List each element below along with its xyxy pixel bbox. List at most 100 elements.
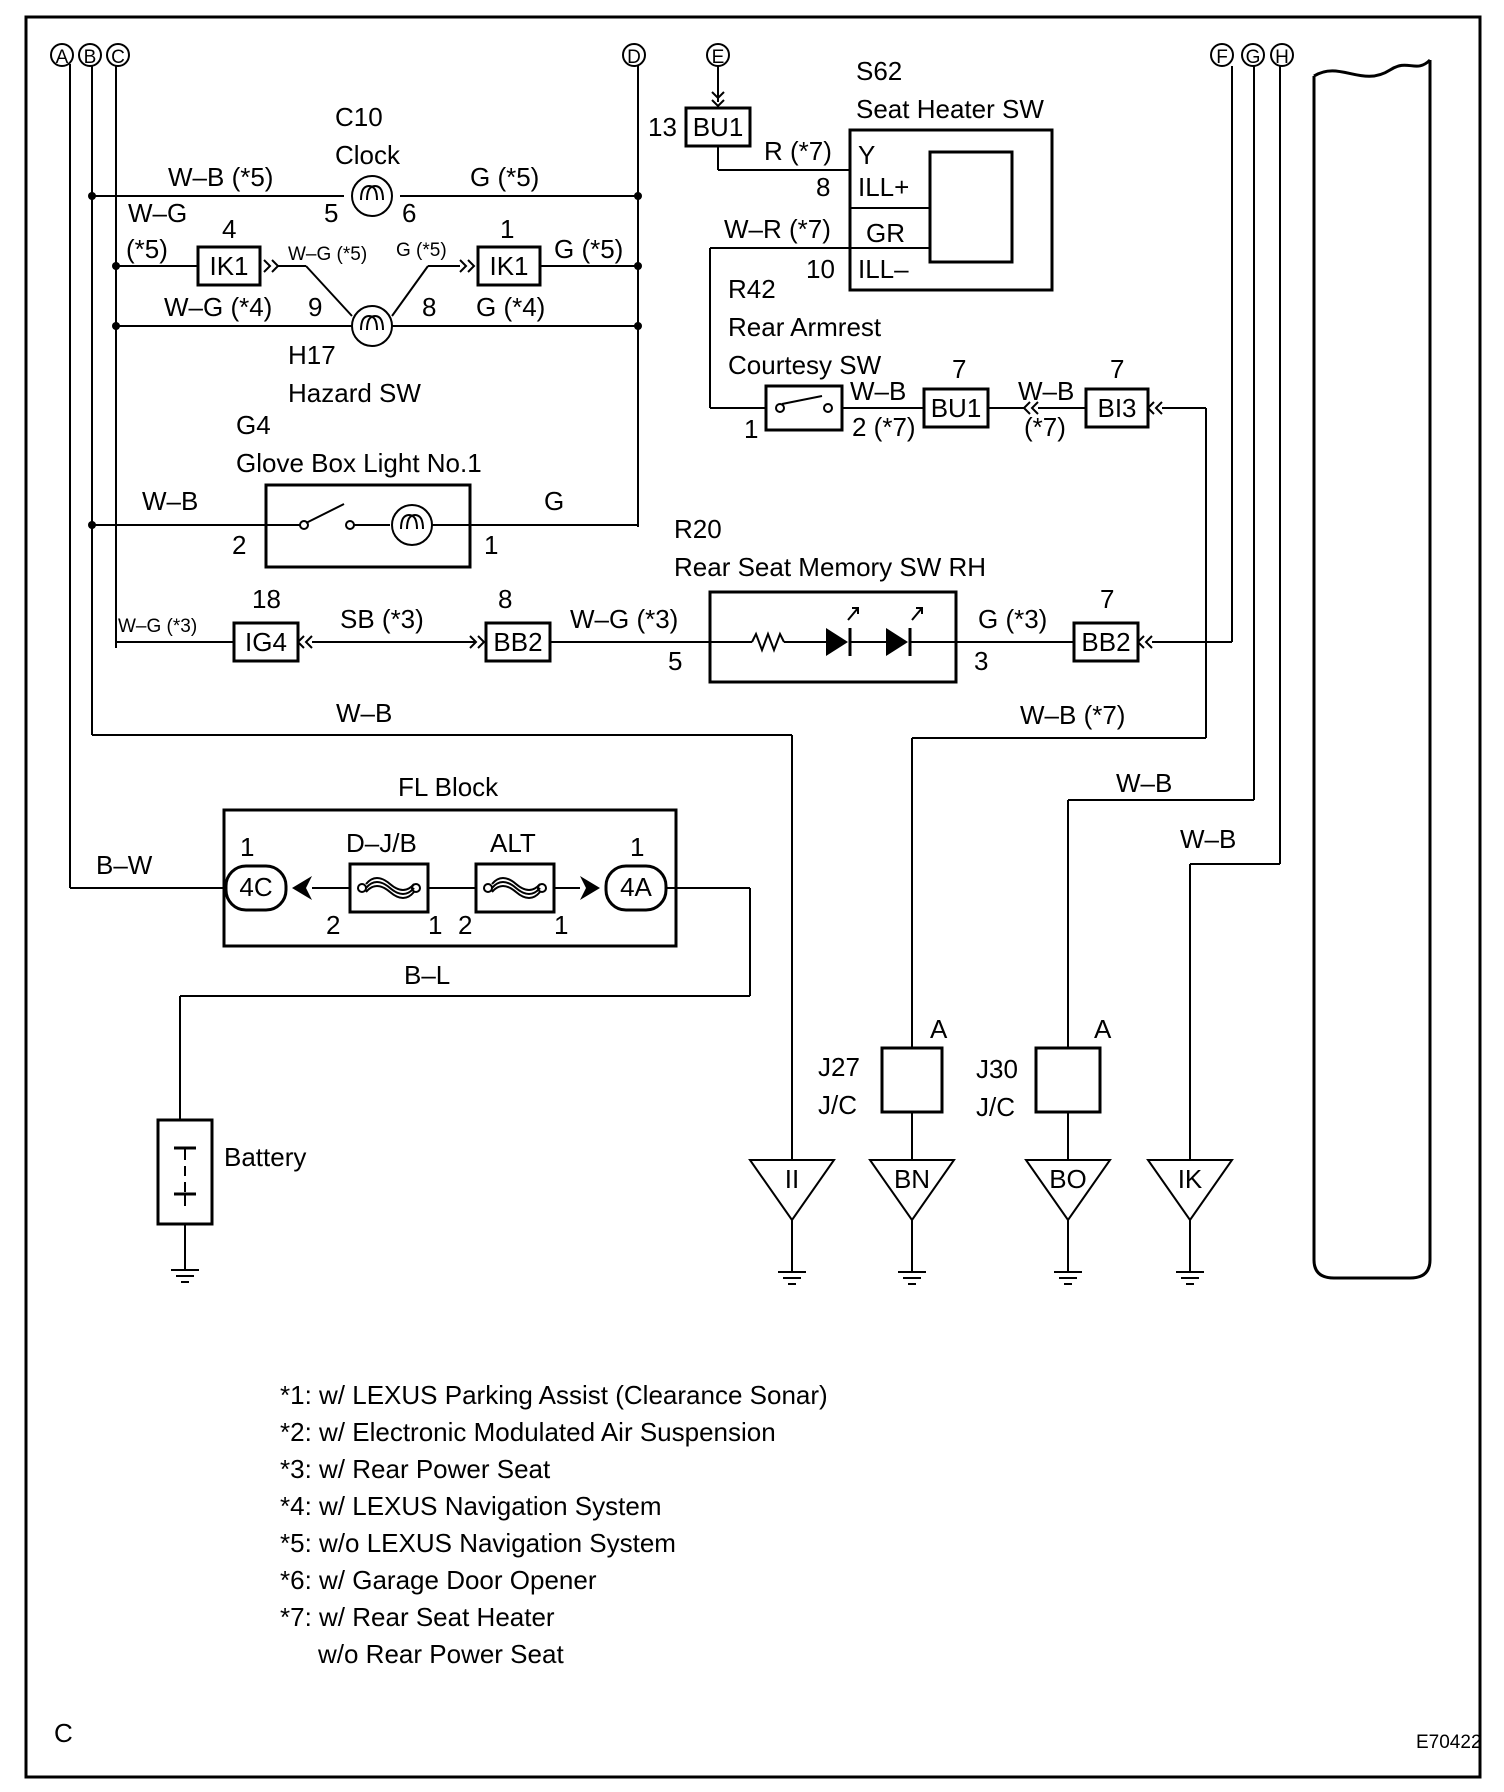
wire-g-to-j30 bbox=[1067, 66, 1255, 1048]
pin-s62-8: 8 bbox=[816, 172, 830, 202]
note-7: *7: w/ Rear Seat Heater bbox=[280, 1602, 555, 1632]
rear-armrest-courtesy-sw-r42: R42 Rear Armrest Courtesy SW BU1 BI3 bbox=[710, 274, 1207, 738]
pin-h17-9: 9 bbox=[308, 292, 322, 322]
battery: Battery bbox=[156, 1118, 306, 1283]
j30-pin: A bbox=[1094, 1014, 1112, 1044]
wire-r7: R (*7) bbox=[764, 136, 832, 166]
pin-label-y: Y bbox=[858, 140, 875, 170]
svg-text:G: G bbox=[1246, 47, 1261, 68]
pin-bb2-8: 8 bbox=[498, 584, 512, 614]
connector-ig4: IG4 bbox=[245, 627, 287, 657]
wire-h-to-ground-ik bbox=[1189, 66, 1281, 1160]
glove-box-name: Glove Box Light No.1 bbox=[236, 448, 482, 478]
pin-bi3-7: 7 bbox=[1110, 354, 1124, 384]
note-3: *3: w/ Rear Power Seat bbox=[280, 1454, 551, 1484]
pin-bu1-7: 7 bbox=[952, 354, 966, 384]
wire-wg4: W–G (*4) bbox=[164, 292, 272, 322]
pin-g4-2: 2 bbox=[232, 530, 246, 560]
pin-ig4-18: 18 bbox=[252, 584, 281, 614]
connection-point-h: H bbox=[1270, 43, 1294, 68]
glove-box-code: G4 bbox=[236, 410, 271, 440]
pin-r42-1: 1 bbox=[744, 414, 758, 444]
svg-text:C: C bbox=[111, 47, 125, 68]
wire-g3: G (*3) bbox=[978, 604, 1047, 634]
pin-c10-6: 6 bbox=[402, 198, 416, 228]
ground-point-ik: IK bbox=[1146, 1159, 1234, 1285]
connection-point-d: D bbox=[622, 43, 646, 68]
connector-ik1-right: IK1 bbox=[489, 251, 528, 281]
pin-label-gr: GR bbox=[866, 218, 905, 248]
wire-g4: G (*4) bbox=[476, 292, 545, 322]
connector-4a: 4A bbox=[620, 872, 652, 902]
ground-point-bo: BO bbox=[1024, 1159, 1112, 1285]
pin-g4-1: 1 bbox=[484, 530, 498, 560]
seat-heater-sw-s62: BU1 Y ILL+ GR ILL– S62 Seat Heater SW bbox=[684, 56, 1054, 408]
battery-label: Battery bbox=[224, 1142, 306, 1172]
wire-wb-h: W–B bbox=[1180, 824, 1236, 854]
wire-bl: B–L bbox=[404, 960, 450, 990]
svg-text:A: A bbox=[56, 47, 69, 68]
connector-4c: 4C bbox=[239, 872, 272, 902]
pin-djb-1: 1 bbox=[428, 910, 442, 940]
connection-point-b: B bbox=[78, 43, 102, 68]
pin-fl-4a-1: 1 bbox=[630, 832, 644, 862]
fl-block: FL Block 4C 4A D–J/B ALT bbox=[70, 772, 751, 1120]
j30-type: J/C bbox=[976, 1092, 1015, 1122]
connection-point-f: F bbox=[1210, 43, 1234, 68]
page-frame bbox=[24, 15, 1482, 1779]
connection-point-a: A bbox=[50, 43, 74, 68]
seat-heater-name: Seat Heater SW bbox=[856, 94, 1044, 124]
rear-seat-memory-sw-r20: R20 Rear Seat Memory SW RH IG4 BB2 BB2 bbox=[116, 66, 1233, 684]
r42-name-line1: Rear Armrest bbox=[728, 312, 882, 342]
clock-code: C10 bbox=[335, 102, 383, 132]
hazard-sw-h17: IK1 IK1 H17 Hazard SW bbox=[112, 245, 642, 408]
svg-text:BO: BO bbox=[1049, 1164, 1087, 1194]
pin-c10-5: 5 bbox=[324, 198, 338, 228]
j27-type: J/C bbox=[818, 1090, 857, 1120]
hazard-name: Hazard SW bbox=[288, 378, 421, 408]
seat-heater-code: S62 bbox=[856, 56, 902, 86]
wire-g5-small: G (*5) bbox=[396, 240, 447, 261]
note-5: *5: w/o LEXUS Navigation System bbox=[280, 1528, 676, 1558]
ground-point-bn: BN bbox=[868, 1159, 956, 1285]
note-2: *2: w/ Electronic Modulated Air Suspensi… bbox=[280, 1417, 776, 1447]
clock-c10: C10 Clock bbox=[88, 102, 642, 217]
fl-block-name: FL Block bbox=[398, 772, 499, 802]
fuse-djb: D–J/B bbox=[346, 828, 417, 858]
wire-wb-g: W–B bbox=[1116, 768, 1172, 798]
pin-r20-3: 3 bbox=[974, 646, 988, 676]
connector-bu1-mid: BU1 bbox=[931, 393, 982, 423]
svg-text:BN: BN bbox=[894, 1164, 930, 1194]
j27-pin: A bbox=[930, 1014, 948, 1044]
pin-bb2-7: 7 bbox=[1100, 584, 1114, 614]
connector-bb2-left: BB2 bbox=[493, 627, 542, 657]
j27-code: J27 bbox=[818, 1052, 860, 1082]
pin-alt-2: 2 bbox=[458, 910, 472, 940]
wire-wb-r42: W–B bbox=[850, 376, 906, 406]
wire-g5: G (*5) bbox=[470, 162, 539, 192]
connector-bi3: BI3 bbox=[1097, 393, 1136, 423]
notes-list: *1: w/ LEXUS Parking Assist (Clearance S… bbox=[280, 1380, 828, 1669]
r20-code: R20 bbox=[674, 514, 722, 544]
continuation-bracket bbox=[1312, 58, 1432, 1280]
ground-point-ii: II bbox=[748, 1159, 836, 1285]
wire-wb7: W–B (*7) bbox=[1020, 700, 1125, 730]
junction-j27: A J27 J/C bbox=[818, 1014, 948, 1160]
wire-wr7: W–R (*7) bbox=[724, 214, 831, 244]
wire-g-glovebox: G bbox=[544, 486, 564, 516]
wire-to-j27 bbox=[911, 737, 1206, 1048]
svg-text:II: II bbox=[785, 1164, 799, 1194]
wire-wg5-small: W–G (*5) bbox=[288, 244, 367, 265]
wire-wg3: W–G (*3) bbox=[570, 604, 678, 634]
pin-fl-4c-1: 1 bbox=[240, 832, 254, 862]
wire-wg3-small: W–G (*3) bbox=[118, 616, 197, 637]
connector-bu1-top: BU1 bbox=[693, 112, 744, 142]
pin-bu1-13: 13 bbox=[648, 112, 677, 142]
fuse-alt: ALT bbox=[490, 828, 536, 858]
wire-p7-bi3: (*7) bbox=[1024, 412, 1066, 442]
wire-p5: (*5) bbox=[126, 234, 168, 264]
svg-text:IK: IK bbox=[1178, 1164, 1203, 1194]
figure-code: E70422 bbox=[1416, 1732, 1482, 1753]
page-letter: C bbox=[54, 1718, 73, 1748]
